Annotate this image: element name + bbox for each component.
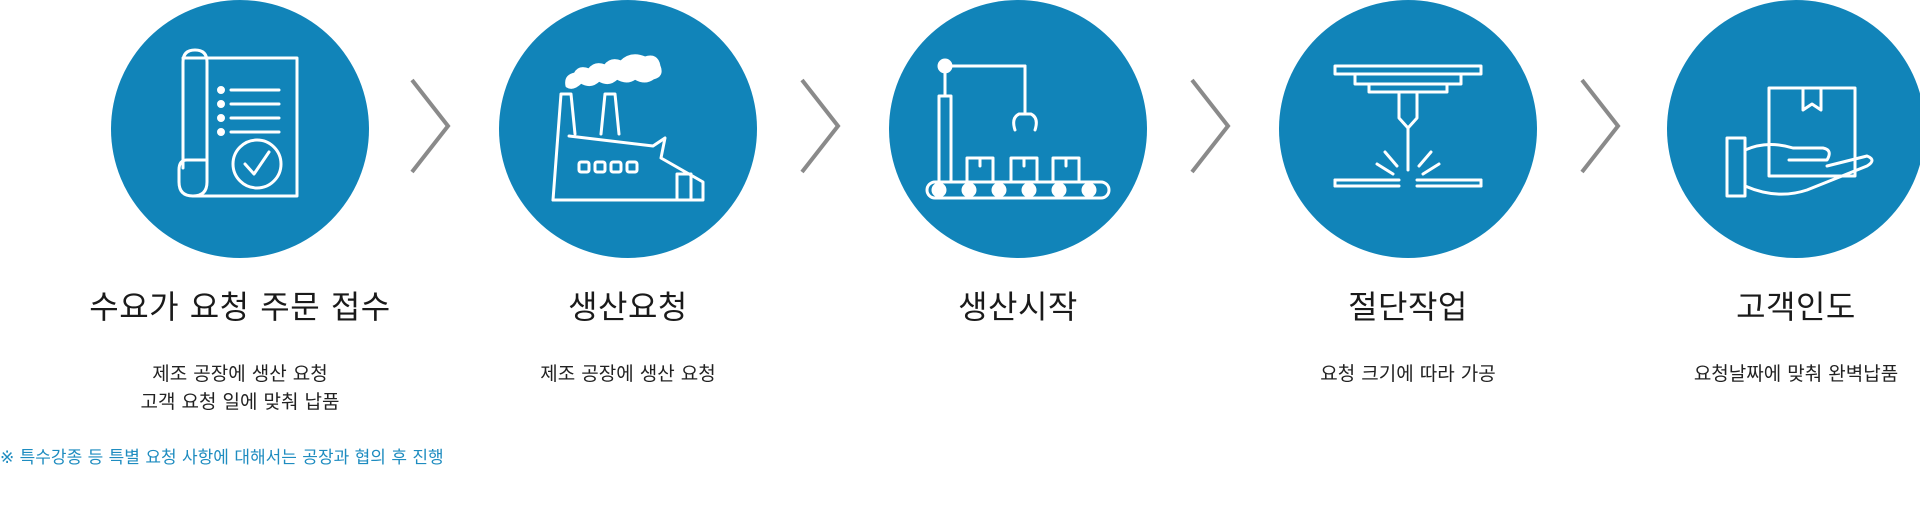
step-description-line: 제조 공장에 생산 요청: [540, 363, 716, 385]
special-request-note: ※ 특수강종 등 특별 요청 사항에 대해서는 공장과 협의 후 진행: [0, 448, 444, 468]
step-description: 요청날짜에 맞춰 완벽납품: [1626, 360, 1920, 388]
chevron-right-icon: [800, 78, 841, 174]
step-description: 제조 공장에 생산 요청: [458, 360, 798, 388]
hand-box-icon: [1725, 86, 1874, 198]
step-circle: [499, 0, 757, 258]
step-order-receipt: 수요가 요청 주문 접수 제조 공장에 생산 요청 고객 요청 일에 맞춰 납품: [70, 0, 410, 413]
step-cutting: 절단작업 요청 크기에 따라 가공: [1238, 0, 1578, 385]
step-circle: [889, 0, 1147, 258]
step-circle: [1667, 0, 1920, 258]
step-description-line: 고객 요청 일에 맞춰 납품: [140, 391, 340, 413]
step-circle: [1279, 0, 1537, 258]
step-production-request: 생산요청 제조 공장에 생산 요청: [458, 0, 798, 385]
step-description: 제조 공장에 생산 요청 고객 요청 일에 맞춰 납품: [70, 360, 410, 416]
step-title: 생산시작: [958, 288, 1078, 326]
step-title: 고객인도: [1736, 288, 1856, 326]
step-description: 요청 크기에 따라 가공: [1238, 360, 1578, 388]
step-description-line: 요청날짜에 맞춰 완벽납품: [1693, 363, 1899, 385]
step-title: 절단작업: [1348, 288, 1468, 326]
step-title: 생산요청: [568, 288, 688, 326]
step-title: 수요가 요청 주문 접수: [89, 288, 391, 326]
laser-cutter-icon: [1333, 64, 1483, 188]
step-description-line: 제조 공장에 생산 요청: [152, 363, 328, 385]
step-circle: [111, 0, 369, 258]
step-description-line: 요청 크기에 따라 가공: [1320, 363, 1496, 385]
step-production-start: 생산시작: [848, 0, 1188, 326]
chevron-right-icon: [410, 78, 451, 174]
chevron-right-icon: [1580, 78, 1621, 174]
chevron-right-icon: [1190, 78, 1231, 174]
conveyor-icon: [925, 58, 1111, 200]
factory-icon: [551, 54, 705, 202]
document-checklist-icon: [177, 48, 299, 198]
step-delivery: 고객인도 요청날짜에 맞춰 완벽납품: [1626, 0, 1920, 385]
